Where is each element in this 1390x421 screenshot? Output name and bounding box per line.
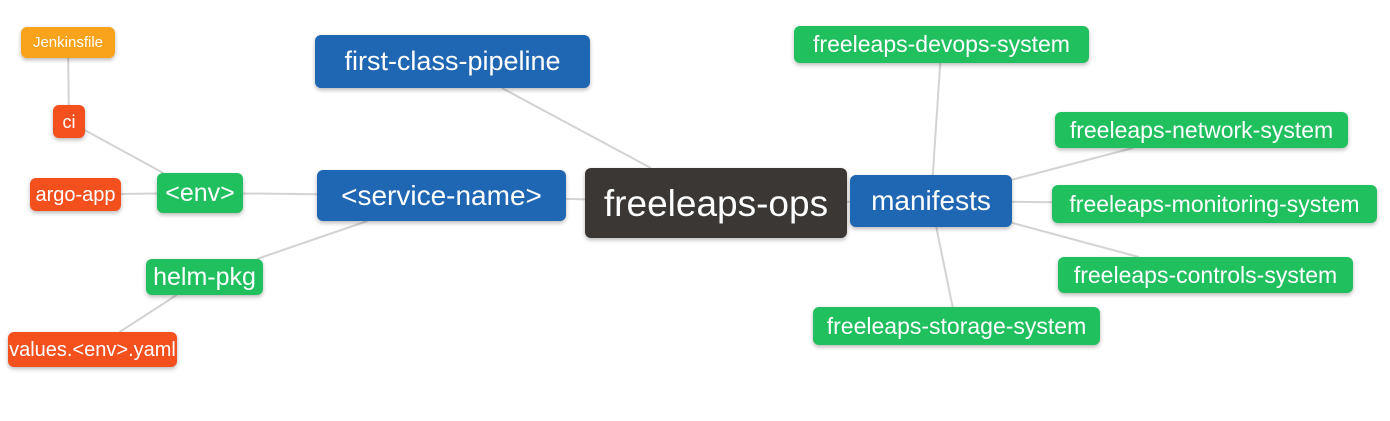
node-ci[interactable]: ci — [53, 105, 85, 138]
edge-manifests-freeleaps-network-system — [1011, 147, 1134, 181]
node-freeleaps-storage-system[interactable]: freeleaps-storage-system — [813, 307, 1100, 345]
node-freeleaps-network-system[interactable]: freeleaps-network-system — [1055, 112, 1348, 148]
edge-env-service-name — [242, 192, 318, 196]
edge-service-name-freeleaps-ops — [565, 197, 586, 201]
node-freeleaps-ops[interactable]: freeleaps-ops — [585, 168, 847, 238]
node-manifests[interactable]: manifests — [850, 175, 1012, 227]
edge-jenkinsfile-ci — [67, 57, 70, 106]
edge-values-env-yaml-helm-pkg — [118, 294, 178, 333]
node-freeleaps-controls-system[interactable]: freeleaps-controls-system — [1058, 257, 1353, 293]
edge-first-class-pipeline-freeleaps-ops — [501, 87, 652, 169]
node-service-name[interactable]: <service-name> — [317, 170, 566, 221]
edge-manifests-freeleaps-devops-system — [931, 62, 942, 176]
node-first-class-pipeline[interactable]: first-class-pipeline — [315, 35, 590, 88]
node-jenkinsfile[interactable]: Jenkinsfile — [21, 27, 115, 58]
node-values-env-yaml[interactable]: values.<env>.yaml — [8, 332, 177, 367]
node-argo-app[interactable]: argo-app — [30, 178, 121, 211]
node-freeleaps-monitoring-system[interactable]: freeleaps-monitoring-system — [1052, 185, 1377, 223]
node-env[interactable]: <env> — [157, 173, 243, 213]
edge-manifests-freeleaps-controls-system — [1011, 221, 1139, 258]
edge-manifests-freeleaps-storage-system — [935, 226, 954, 308]
node-freeleaps-devops-system[interactable]: freeleaps-devops-system — [794, 26, 1089, 63]
edge-ci-env — [84, 129, 164, 174]
node-helm-pkg[interactable]: helm-pkg — [146, 259, 263, 295]
edge-helm-pkg-service-name — [256, 220, 368, 260]
